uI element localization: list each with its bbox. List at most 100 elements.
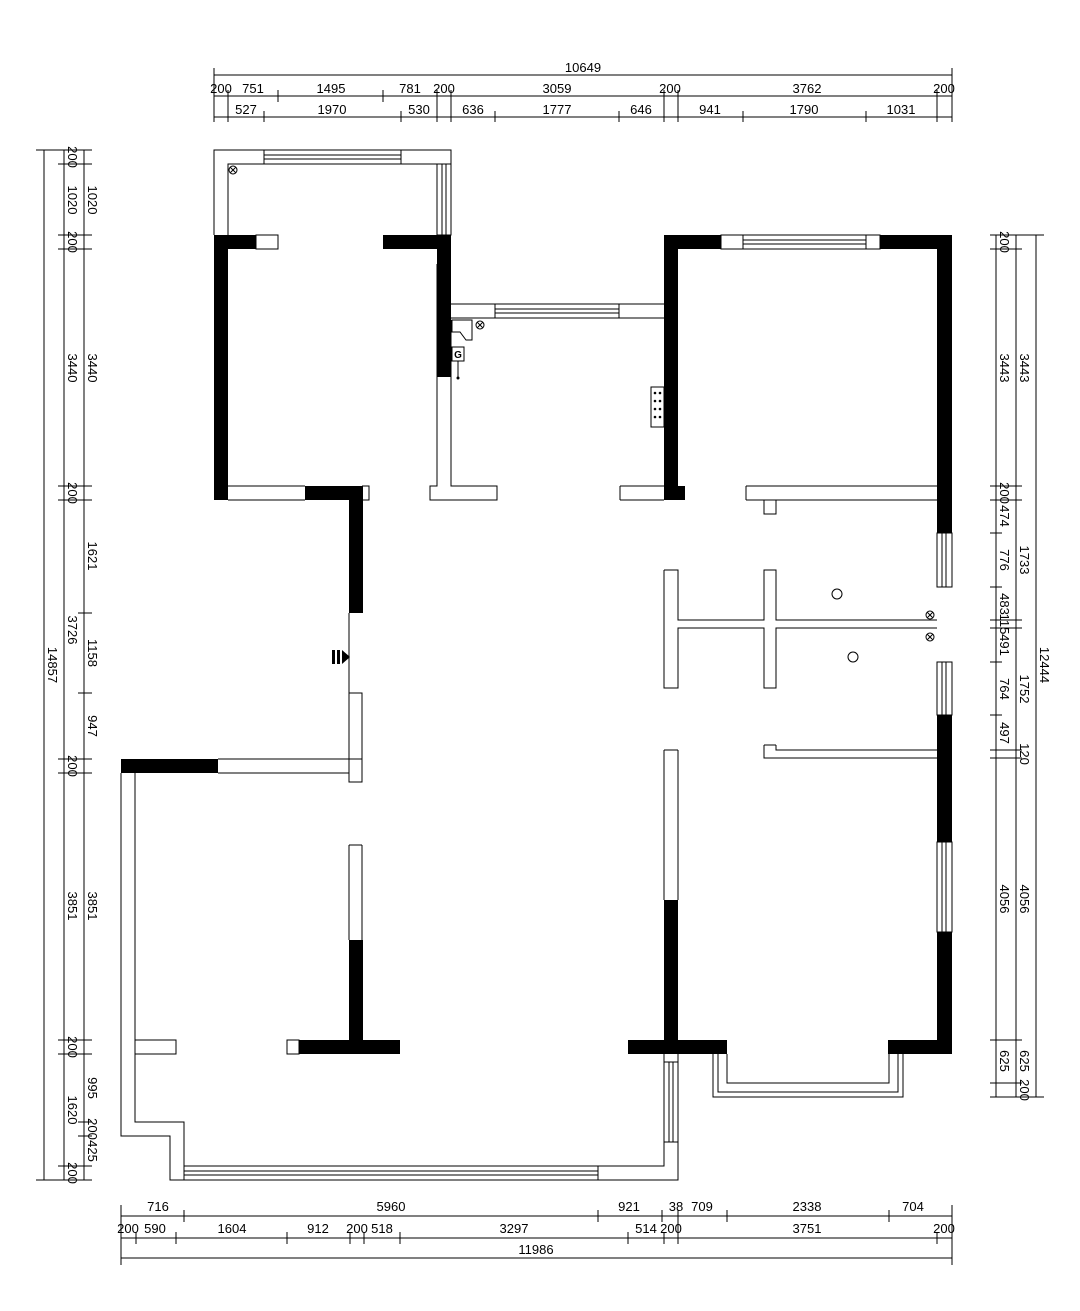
top-dimensions: 10649 200 751 1495 781 200 3059 200 3762… <box>210 60 955 122</box>
right-dim: 497 <box>997 722 1012 744</box>
window <box>263 149 402 165</box>
right-dim: 115 <box>997 614 1012 635</box>
left-dim: 200 <box>65 146 80 168</box>
bottom-dim: 921 <box>618 1199 640 1214</box>
bottom-dim: 3297 <box>500 1221 529 1236</box>
gas-meter-label: G <box>454 350 462 361</box>
window <box>255 234 279 250</box>
right-dim: 483 <box>997 593 1012 615</box>
top-dim: 1790 <box>790 102 819 117</box>
bottom-total: 11986 <box>518 1242 553 1257</box>
bottom-dim: 200 <box>346 1221 368 1236</box>
windows <box>183 149 953 1181</box>
window <box>183 1165 599 1181</box>
left-dim: 3440 <box>65 354 80 383</box>
window <box>936 532 953 588</box>
right-dimensions: 12444 200 3443 200 474 776 483 115 491 7… <box>990 231 1052 1101</box>
bottom-dim: 514 <box>635 1221 657 1236</box>
top-dim: 636 <box>462 102 484 117</box>
bottom-dim: 716 <box>147 1199 169 1214</box>
floor-drain-icon <box>925 632 935 642</box>
bottom-dim: 200 <box>933 1221 955 1236</box>
left-dim: 1621 <box>85 542 100 571</box>
bottom-dim: 38 <box>669 1199 683 1214</box>
right-dim: 474 <box>997 505 1012 527</box>
left-dim: 1158 <box>85 639 100 667</box>
left-dim: 3726 <box>65 616 80 645</box>
top-total: 10649 <box>565 60 601 75</box>
top-dim: 1777 <box>543 102 572 117</box>
top-dim: 781 <box>399 81 421 96</box>
bottom-dim: 200 <box>117 1221 139 1236</box>
bottom-dim: 3751 <box>793 1221 822 1236</box>
left-dim: 200 <box>65 755 80 777</box>
bottom-ticks <box>120 1205 953 1265</box>
window <box>348 692 363 760</box>
right-dim: 764 <box>997 678 1012 700</box>
top-dim: 530 <box>408 102 430 117</box>
right-total: 12444 <box>1037 647 1052 683</box>
window <box>936 661 953 716</box>
window <box>494 303 620 319</box>
left-dim: 3851 <box>65 892 80 921</box>
left-dim: 200 <box>65 1036 80 1058</box>
top-ticks <box>213 68 953 122</box>
right-ticks <box>990 234 1044 1098</box>
bottom-dim: 709 <box>691 1199 713 1214</box>
top-dim: 1495 <box>317 81 346 96</box>
top-dim: 3762 <box>793 81 822 96</box>
entrance-arrow-icon <box>332 650 350 664</box>
right-dim: 4056 <box>1017 885 1032 914</box>
top-dim: 941 <box>699 102 721 117</box>
pipe-icon <box>847 651 859 663</box>
left-dim: 425 <box>85 1140 100 1162</box>
gas-meter-icon: G <box>451 346 465 380</box>
top-dim: 646 <box>630 102 652 117</box>
left-dim: 200 <box>85 1118 100 1140</box>
left-dim: 200 <box>65 482 80 504</box>
left-dim: 1620 <box>65 1096 80 1125</box>
right-dim: 625 <box>997 1050 1012 1072</box>
bottom-dim: 2338 <box>793 1199 822 1214</box>
top-dim: 200 <box>659 81 681 96</box>
right-dim: 776 <box>997 549 1012 571</box>
left-dim: 200 <box>65 1162 80 1184</box>
window <box>936 841 953 933</box>
window <box>720 234 881 250</box>
left-dim: 3440 <box>85 354 100 383</box>
top-dim: 1031 <box>887 102 916 117</box>
left-dimensions: 14857 200 1020 200 3440 200 3726 200 385… <box>36 146 100 1184</box>
bottom-dim: 704 <box>902 1199 924 1214</box>
bottom-dim: 1604 <box>218 1221 247 1236</box>
bottom-dim: 518 <box>371 1221 393 1236</box>
top-dim: 200 <box>210 81 232 96</box>
top-dim: 751 <box>242 81 264 96</box>
right-dim: 3443 <box>1017 354 1032 383</box>
top-dim: 200 <box>433 81 455 96</box>
right-dim: 4056 <box>997 885 1012 914</box>
right-dim: 625 <box>1017 1050 1032 1072</box>
bottom-dimensions: 716 5960 921 38 709 2338 704 200 590 160… <box>117 1199 955 1265</box>
right-dim: 200 <box>997 482 1012 504</box>
bottom-dim: 590 <box>144 1221 166 1236</box>
bottom-dim: 200 <box>660 1221 682 1236</box>
top-dim: 3059 <box>543 81 572 96</box>
top-dim: 1970 <box>318 102 347 117</box>
left-dim: 947 <box>85 715 100 737</box>
top-dim: 200 <box>933 81 955 96</box>
floor-drain-icon <box>925 610 935 620</box>
floor-drain-icon <box>475 320 485 330</box>
window <box>436 163 452 236</box>
right-dim: 491 <box>997 634 1012 656</box>
left-ticks <box>36 149 92 1181</box>
right-dim: 3443 <box>997 354 1012 383</box>
left-dim: 1020 <box>65 186 80 215</box>
right-dim: 200 <box>1017 1079 1032 1101</box>
radiator-icon <box>650 386 665 428</box>
left-dim: 200 <box>65 231 80 253</box>
bearing-walls <box>121 235 952 1054</box>
top-dim: 527 <box>235 102 257 117</box>
right-dim: 200 <box>997 231 1012 253</box>
bottom-dim: 5960 <box>377 1199 406 1214</box>
